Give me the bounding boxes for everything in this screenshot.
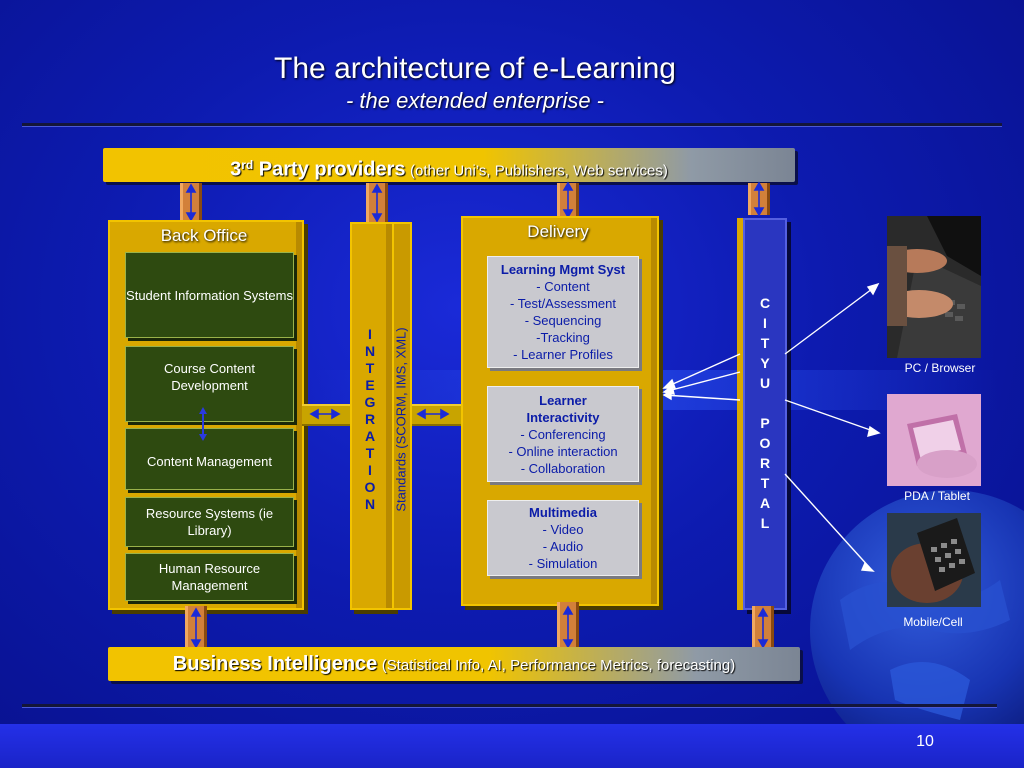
device-label-pda: PDA / Tablet — [904, 489, 970, 503]
integration-letter: N — [364, 343, 376, 359]
delivery-box-line: - Sequencing — [524, 313, 602, 328]
content-mgmt-label: Content Management — [146, 453, 273, 469]
delivery-box-line: -Tracking — [536, 330, 590, 345]
band-main-sup: rd — [241, 158, 254, 172]
city-portal-column — [743, 218, 787, 610]
standards-column — [392, 222, 412, 610]
portal-letter: C — [759, 295, 771, 311]
link-integration-delivery — [410, 404, 466, 426]
page-number: 10 — [916, 733, 934, 750]
integration-letter: T — [365, 445, 375, 461]
portal-letter: L — [760, 515, 770, 531]
integration-letter: I — [368, 462, 372, 478]
portal-letter: U — [759, 375, 771, 391]
portal-letter: A — [759, 495, 771, 511]
back-office-item-resource: Resource Systems (ie Library) — [125, 497, 294, 547]
mobile-phone-icon — [887, 513, 981, 607]
integration-letter: A — [364, 428, 376, 444]
portal-letter: O — [759, 435, 771, 451]
back-office-item-content-mgmt: Content Management — [125, 428, 294, 490]
course-content-label: Course Content Development — [163, 361, 256, 393]
integration-letter: R — [364, 411, 376, 427]
back-office-item-course-content: Course Content Development — [125, 346, 294, 422]
portal-letter: I — [763, 315, 767, 331]
delivery-box-lms: Learning Mgmt Syst - Content - Test/Assess… — [487, 256, 639, 368]
delivery-box-line: - Video — [542, 522, 584, 537]
delivery-box-heading: Learning Mgmt Syst — [500, 262, 626, 277]
link-backoffice-integration — [302, 404, 352, 426]
portal-letter: T — [760, 335, 770, 351]
pda-tablet-icon — [887, 394, 981, 486]
back-office-item-student-info: Student Information Systems — [125, 252, 294, 338]
portal-letter: Y — [760, 355, 770, 371]
page-title: The architecture of e-Learning — [274, 52, 676, 85]
delivery-box-line: - Content — [536, 279, 590, 294]
device-label-mobile: Mobile/Cell — [903, 615, 963, 629]
band-detail: (other Uni’s, Publishers, Web services) — [410, 162, 668, 180]
bi-main-label: Business Intelligence — [172, 653, 378, 675]
delivery-box-line: - Learner Profiles — [513, 347, 613, 362]
integration-letter: N — [364, 496, 376, 512]
business-intelligence-band: Business Intelligence (Statistical Info,… — [108, 647, 800, 681]
bottom-divider — [22, 704, 997, 708]
integration-letter: I — [368, 326, 372, 342]
third-party-band: 3rd Party providers (other Uni’s, Publis… — [103, 148, 795, 182]
delivery-box-interactivity: Learner Interactivity- Conferencing- Onl… — [487, 386, 639, 482]
footer-bar — [0, 724, 1024, 768]
back-office-item-hr: Human Resource Management — [125, 553, 294, 601]
delivery-box-line: - Simulation — [528, 556, 598, 571]
delivery-box-line: - Collaboration — [520, 460, 606, 476]
integration-letter: E — [365, 377, 375, 393]
delivery-box-line: - Online interaction — [508, 443, 618, 459]
double-arrow-icon — [199, 407, 207, 441]
delivery-box-multimedia: Multimedia - Video - Audio - Simulation — [487, 500, 639, 576]
laptop-typing-icon — [887, 216, 981, 358]
back-office-title: Back Office — [160, 226, 248, 245]
delivery-box-line: - Conferencing — [520, 426, 606, 442]
integration-letter: G — [364, 394, 376, 410]
band-main-label: Party providers — [253, 158, 406, 181]
device-label-pc: PC / Browser — [904, 361, 976, 375]
bi-detail: (Statistical Info, AI, Performance Metri… — [381, 657, 736, 674]
delivery-box-heading: Multimedia — [529, 505, 597, 520]
delivery-box-line: - Audio — [542, 539, 584, 554]
delivery-box-line: - Test/Assessment — [510, 296, 616, 311]
top-divider — [22, 123, 1002, 127]
portal-letter: R — [759, 455, 771, 471]
portal-letter: P — [760, 415, 770, 431]
delivery-title: Delivery — [527, 222, 589, 241]
delivery-box-heading: Learner Interactivity — [526, 392, 600, 425]
integration-letter: O — [364, 479, 376, 495]
page-subtitle: - the extended enterprise - — [345, 88, 605, 113]
band-main-number: 3 — [230, 158, 242, 181]
portal-letter: T — [760, 475, 770, 491]
integration-letter: T — [365, 360, 375, 376]
